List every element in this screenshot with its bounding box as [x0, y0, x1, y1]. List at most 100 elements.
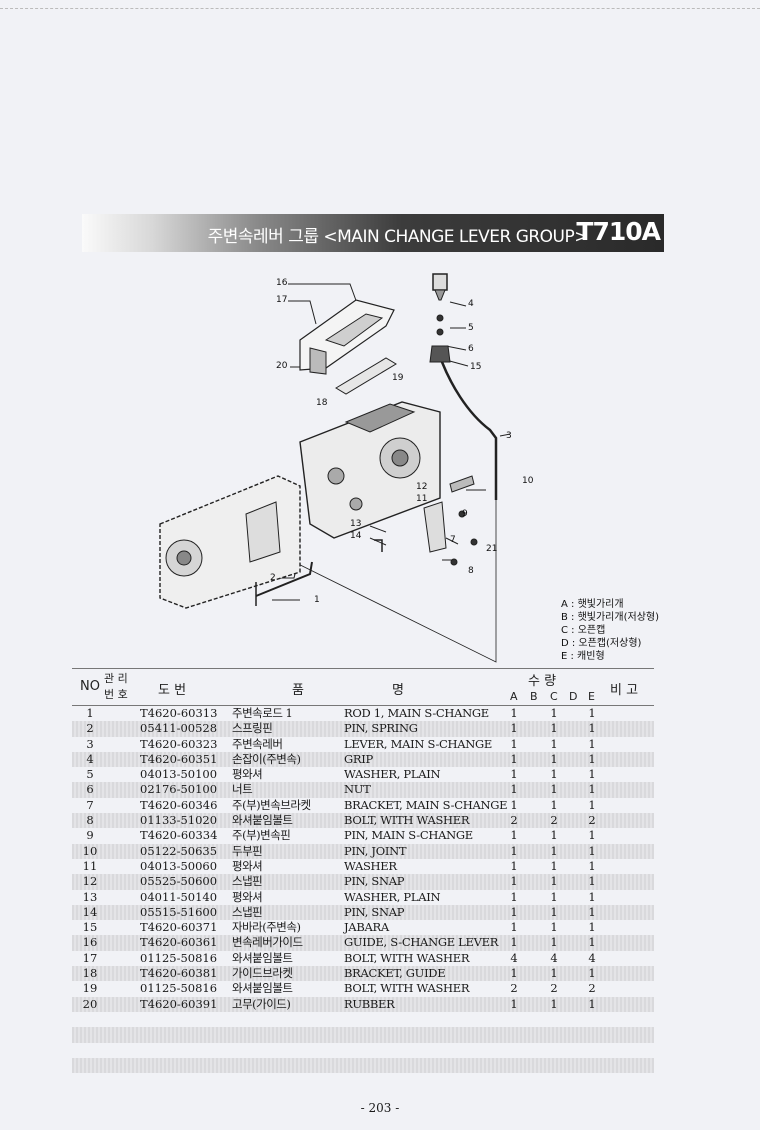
row-qty-e: 1 — [588, 828, 596, 843]
row-qty-e: 1 — [588, 874, 596, 889]
row-no: 5 — [86, 767, 94, 782]
row-qty-a: 1 — [510, 706, 518, 720]
row-no: 7 — [86, 797, 94, 812]
row-qty-e: 1 — [588, 996, 596, 1011]
row-no: 12 — [82, 874, 98, 889]
row-part-number: T4620-60323 — [140, 736, 218, 751]
row-no: 16 — [82, 935, 98, 950]
row-qty-c: 1 — [550, 721, 558, 736]
row-qty-a: 1 — [510, 721, 518, 736]
callout-1: 1 — [314, 595, 320, 605]
row-qty-c: 1 — [550, 751, 558, 766]
row-korean-name: 두부핀 — [232, 843, 263, 858]
row-korean-name: 평와셔 — [232, 889, 263, 904]
row-no: 8 — [86, 813, 94, 828]
header-qty-a: A — [510, 690, 518, 703]
row-part-name: PIN, JOINT — [344, 843, 407, 858]
row-qty-c: 4 — [550, 950, 558, 965]
row-qty-c: 2 — [550, 813, 558, 828]
page-top-edge — [0, 0, 760, 9]
row-part-number: 04011-50140 — [140, 889, 218, 904]
row-part-name: BOLT, WITH WASHER — [344, 813, 470, 828]
row-qty-e: 1 — [588, 736, 596, 751]
row-qty-a: 4 — [510, 950, 518, 965]
row-qty-a: 1 — [510, 782, 518, 797]
row-qty-c: 1 — [550, 736, 558, 751]
row-korean-name: 변속레버가이드 — [232, 935, 303, 950]
row-qty-c: 1 — [550, 843, 558, 858]
row-korean-name: 자바라(주변속) — [232, 920, 301, 935]
callout-21: 21 — [486, 544, 498, 554]
row-no: 6 — [86, 782, 94, 797]
row-korean-name: 스냅핀 — [232, 904, 263, 919]
row-qty-c: 1 — [550, 858, 558, 873]
callout-7: 7 — [450, 535, 456, 545]
row-qty-e: 1 — [588, 966, 596, 981]
row-no: 4 — [86, 751, 94, 766]
row-qty-c: 1 — [550, 797, 558, 812]
model-legend: A : 햇빛가리개 B : 햇빛가리개(저상형) C : 오픈캡 D : 오픈캡… — [561, 598, 659, 663]
row-no: 2 — [86, 721, 94, 736]
row-qty-a: 2 — [510, 981, 518, 996]
empty-table-row — [72, 1027, 654, 1043]
legend-item-c: C : 오픈캡 — [561, 625, 606, 636]
row-korean-name: 손잡이(주변속) — [232, 751, 301, 766]
row-part-name: GRIP — [344, 751, 373, 766]
row-korean-name: 와셔붙임볼트 — [232, 981, 293, 996]
row-qty-e: 1 — [588, 782, 596, 797]
row-part-name: LEVER, MAIN S-CHANGE — [344, 736, 493, 751]
row-korean-name: 너트 — [232, 782, 253, 797]
title-banner: 주변속레버 그룹 <MAIN CHANGE LEVER GROUP> T710A — [82, 214, 664, 252]
callout-17: 17 — [276, 295, 288, 305]
callout-2: 2 — [270, 573, 276, 583]
legend-item-e: E : 캐빈형 — [561, 651, 605, 662]
row-part-name: PIN, MAIN S-CHANGE — [344, 828, 473, 843]
callout-14: 14 — [350, 531, 362, 541]
callout-18: 18 — [316, 398, 328, 408]
callout-19: 19 — [392, 373, 404, 383]
row-qty-e: 1 — [588, 904, 596, 919]
row-part-number: T4620-60371 — [140, 920, 218, 935]
row-part-name: ROD 1, MAIN S-CHANGE — [344, 706, 489, 720]
empty-table-row — [72, 1043, 654, 1058]
row-no: 14 — [82, 904, 98, 919]
header-qty-b: B — [530, 690, 538, 703]
row-no: 10 — [82, 843, 98, 858]
row-qty-e: 1 — [588, 889, 596, 904]
row-qty-c: 1 — [550, 767, 558, 782]
callout-16: 16 — [276, 278, 288, 288]
row-no: 18 — [82, 966, 98, 981]
header-drawing-no: 도 번 — [158, 683, 187, 698]
row-no: 15 — [82, 920, 98, 935]
row-qty-a: 1 — [510, 996, 518, 1011]
row-part-number: 05525-50600 — [140, 874, 218, 889]
callout-13: 13 — [350, 519, 362, 529]
row-part-number: 01133-51020 — [140, 813, 218, 828]
header-qty: 수 량 — [528, 674, 557, 689]
row-qty-e: 1 — [588, 843, 596, 858]
row-korean-name: 주변속로드 1 — [232, 706, 293, 720]
row-qty-a: 1 — [510, 920, 518, 935]
row-korean-name: 평와셔 — [232, 858, 263, 873]
row-qty-e: 1 — [588, 920, 596, 935]
row-qty-a: 1 — [510, 736, 518, 751]
header-mgmt-bottom: 번 호 — [104, 688, 128, 701]
header-qty-c: C — [550, 690, 558, 703]
row-part-name: WASHER, PLAIN — [344, 889, 441, 904]
row-qty-e: 1 — [588, 706, 596, 720]
row-qty-e: 1 — [588, 721, 596, 736]
row-part-number: 05122-50635 — [140, 843, 218, 858]
row-part-name: BRACKET, GUIDE — [344, 966, 446, 981]
diagram-drawing — [159, 273, 511, 663]
row-korean-name: 와셔붙임볼트 — [232, 813, 293, 828]
row-qty-e: 1 — [588, 935, 596, 950]
